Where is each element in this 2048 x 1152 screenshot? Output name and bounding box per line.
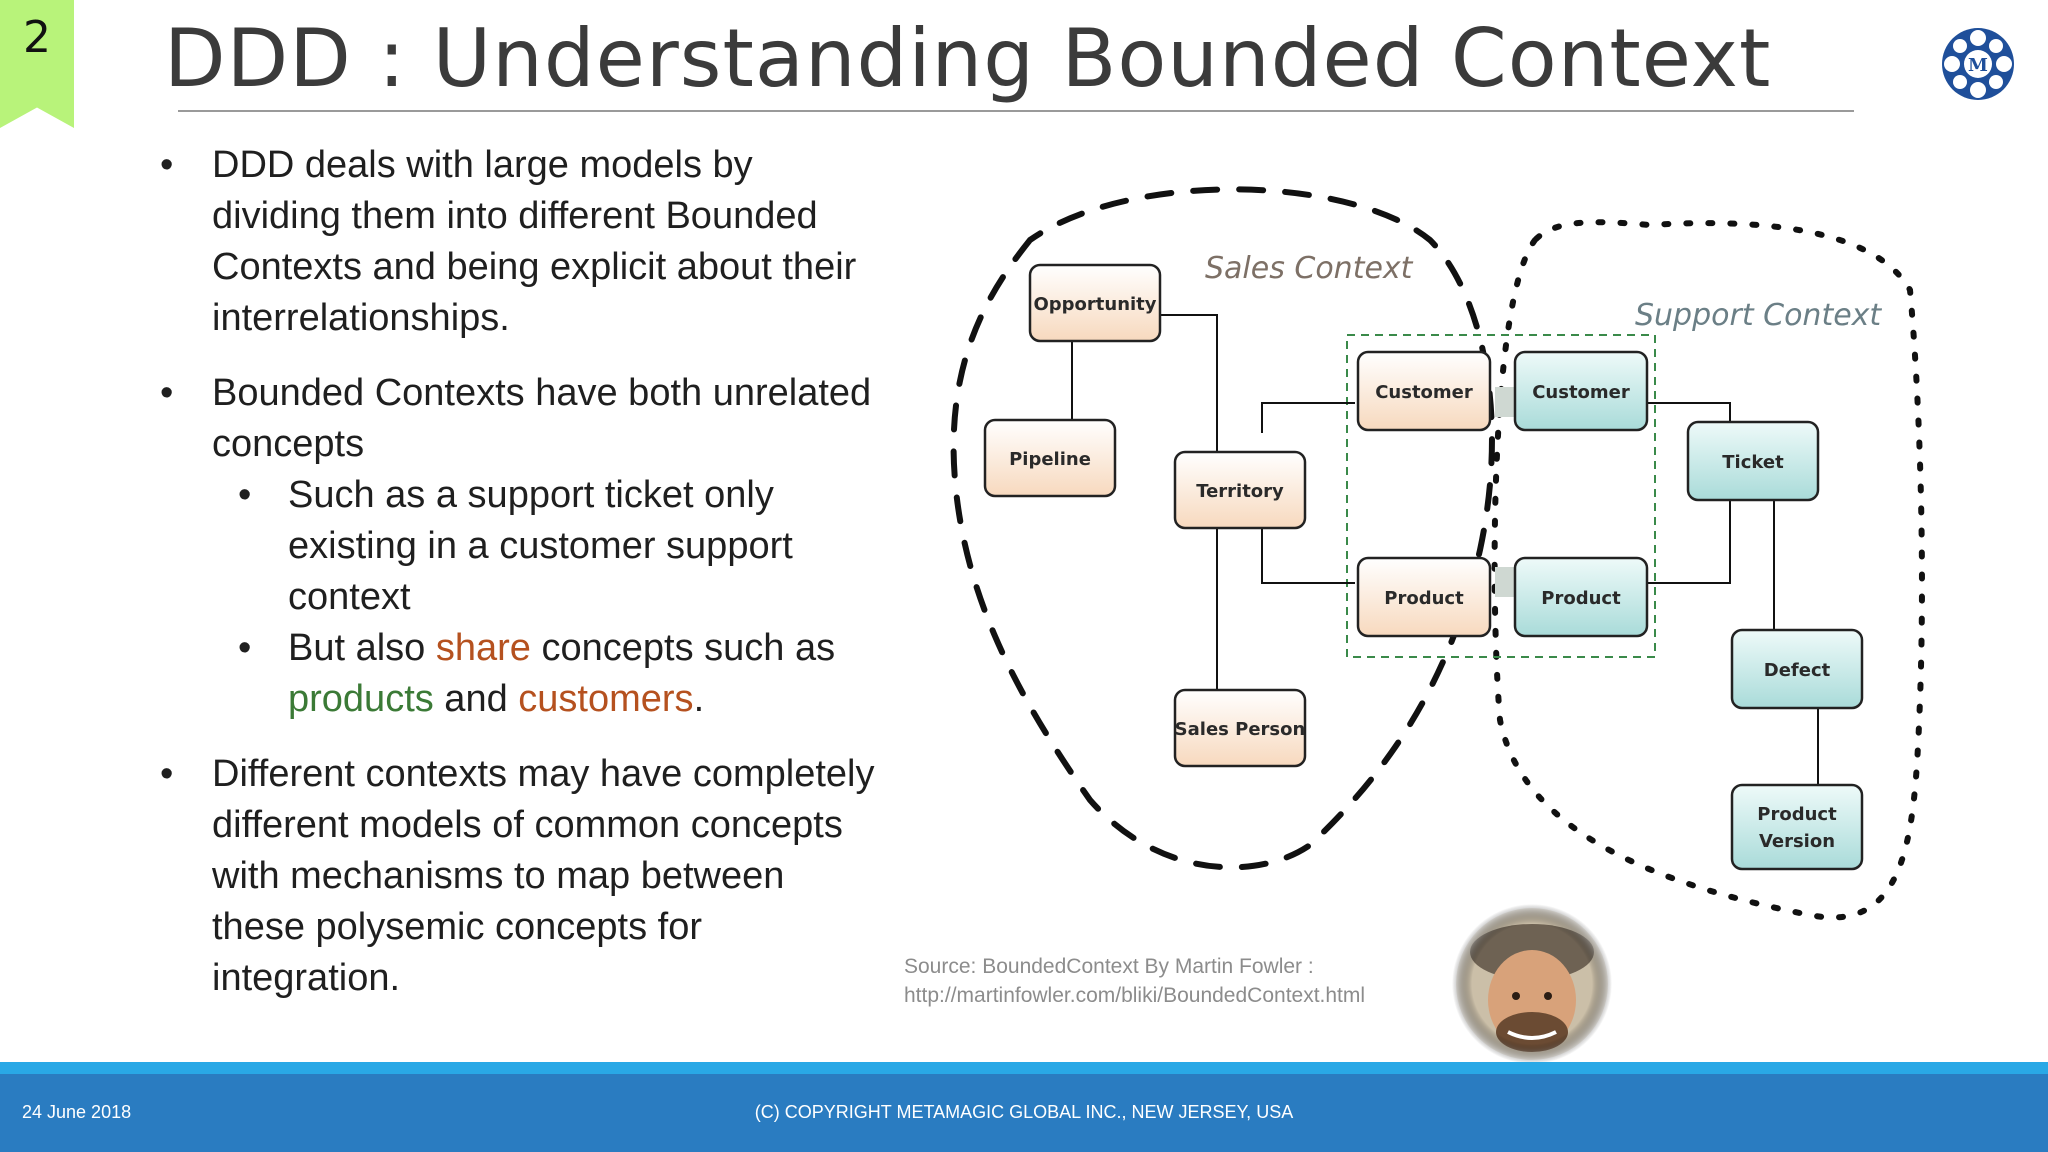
author-portrait bbox=[1452, 904, 1612, 1064]
svg-text:Product: Product bbox=[1384, 588, 1464, 609]
svg-text:Ticket: Ticket bbox=[1722, 452, 1784, 473]
support-context-label: Support Context bbox=[1635, 298, 1882, 333]
node-territory: Territory bbox=[1173, 450, 1307, 530]
footer: 24 June 2018 (C) COPYRIGHT METAMAGIC GLO… bbox=[0, 1074, 2048, 1152]
sub-bullet-text: But also bbox=[288, 627, 436, 669]
footer-accent-bar bbox=[0, 1062, 2048, 1074]
node-sales-person: Sales Person bbox=[1173, 688, 1307, 768]
sales-context-boundary bbox=[950, 186, 1495, 871]
svg-text:Pipeline: Pipeline bbox=[1009, 449, 1091, 470]
sub-bullet-text: . bbox=[693, 678, 705, 720]
highlight-products: products bbox=[288, 678, 434, 720]
bullet-unrelated-concepts: Bounded Contexts have both unrelated con… bbox=[160, 368, 880, 470]
highlight-customers: customers bbox=[518, 678, 694, 720]
svg-text:Customer: Customer bbox=[1532, 382, 1630, 403]
node-product-support: Product bbox=[1513, 556, 1649, 638]
source-url: http://martinfowler.com/bliki/BoundedCon… bbox=[904, 984, 1366, 1007]
source-citation: Source: BoundedContext By Martin Fowler … bbox=[904, 952, 1365, 1010]
sub-bullet-share-concepts: But also share concepts such as products… bbox=[238, 623, 880, 725]
svg-text:M: M bbox=[1968, 55, 1988, 76]
svg-text:Defect: Defect bbox=[1764, 660, 1831, 681]
node-customer-support: Customer bbox=[1513, 350, 1649, 432]
highlight-share: share bbox=[435, 627, 531, 669]
footer-copyright: (C) COPYRIGHT METAMAGIC GLOBAL INC., NEW… bbox=[754, 1102, 1294, 1122]
bullet-unrelated-text: Bounded Contexts have both unrelated con… bbox=[212, 372, 872, 465]
footer-date: 24 June 2018 bbox=[22, 1102, 132, 1122]
shared-concepts-box bbox=[1346, 334, 1656, 658]
sub-bullet-support-ticket: Such as a support ticket only existing i… bbox=[238, 470, 880, 623]
node-customer-sales: Customer bbox=[1356, 350, 1492, 432]
sales-context-label: Sales Context bbox=[1205, 251, 1414, 286]
bullet-list: DDD deals with large models by dividing … bbox=[160, 140, 880, 1028]
svg-text:Product: Product bbox=[1541, 588, 1621, 609]
page-title: DDD : Understanding Bounded Context bbox=[164, 12, 1772, 105]
svg-text:Product: Product bbox=[1757, 804, 1837, 825]
node-defect: Defect bbox=[1730, 628, 1864, 710]
title-divider bbox=[178, 110, 1854, 112]
bullet-different-contexts: Different contexts may have completely d… bbox=[160, 749, 880, 1004]
sub-bullet-text: concepts such as bbox=[530, 627, 836, 669]
slide-number: 2 bbox=[23, 12, 51, 63]
bounded-context-diagram: Sales Context Support Context Opportunit… bbox=[950, 186, 1925, 921]
node-product-version: Product Version bbox=[1730, 783, 1864, 871]
svg-text:Sales Person: Sales Person bbox=[1175, 719, 1306, 740]
svg-text:Version: Version bbox=[1759, 831, 1835, 852]
node-ticket: Ticket bbox=[1686, 420, 1820, 502]
node-product-sales: Product bbox=[1356, 556, 1492, 638]
node-pipeline: Pipeline bbox=[983, 418, 1117, 498]
svg-text:Opportunity: Opportunity bbox=[1033, 294, 1156, 315]
bullet-ddd-large-models: DDD deals with large models by dividing … bbox=[160, 140, 880, 344]
support-context-boundary bbox=[1491, 219, 1925, 921]
node-opportunity: Opportunity bbox=[1028, 263, 1162, 343]
sub-bullet-text: and bbox=[433, 678, 519, 720]
svg-text:Customer: Customer bbox=[1375, 382, 1473, 403]
svg-text:Territory: Territory bbox=[1196, 481, 1284, 502]
metamagic-logo: M bbox=[1942, 28, 2014, 100]
slide-number-badge bbox=[0, 0, 74, 128]
source-line-1: Source: BoundedContext By Martin Fowler … bbox=[904, 955, 1314, 978]
